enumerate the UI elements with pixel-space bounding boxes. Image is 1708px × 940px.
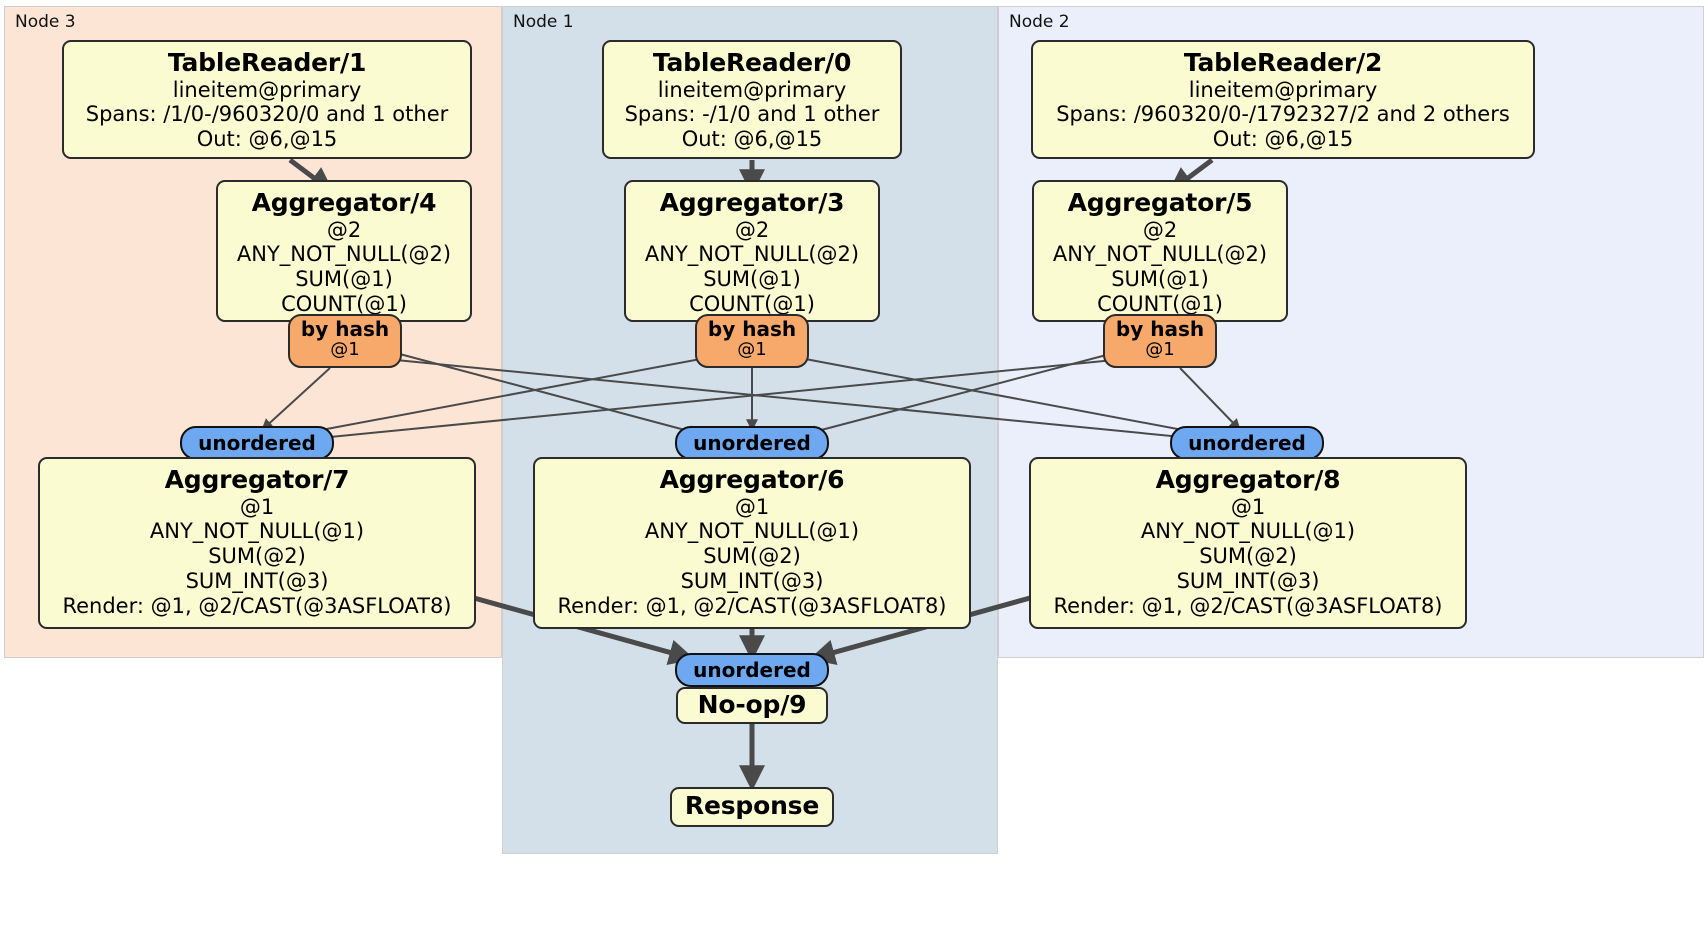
processor-line: ANY_NOT_NULL(@2)	[644, 242, 860, 267]
hash-router-title: by hash	[1115, 317, 1205, 341]
processor-line: lineitem@primary	[172, 77, 362, 102]
processor-line: lineitem@primary	[657, 77, 847, 102]
processor-line: ANY_NOT_NULL(@1)	[149, 519, 365, 544]
processor-title: Aggregator/7	[164, 465, 350, 494]
processor-line: SUM(@1)	[295, 267, 393, 292]
processor-line: Spans: /960320/0-/1792327/2 and 2 others	[1056, 102, 1510, 127]
processor-aggregator-5[interactable]: Aggregator/5 @2 ANY_NOT_NULL(@2) SUM(@1)…	[1032, 180, 1288, 322]
processor-aggregator-4[interactable]: Aggregator/4 @2 ANY_NOT_NULL(@2) SUM(@1)…	[216, 180, 472, 322]
processor-line: @1	[734, 494, 770, 519]
hash-router-title: by hash	[707, 317, 797, 341]
processor-line: Spans: -/1/0 and 1 other	[624, 102, 880, 127]
node-panel-node3-label: Node 3	[15, 12, 76, 32]
processor-line: SUM(@1)	[703, 267, 801, 292]
processor-line: SUM_INT(@3)	[185, 568, 329, 593]
processor-title: Response	[684, 791, 820, 821]
processor-title: No-op/9	[697, 689, 807, 719]
node-panel-node1-label: Node 1	[513, 12, 574, 32]
processor-line: ANY_NOT_NULL(@1)	[644, 519, 860, 544]
processor-line: SUM(@2)	[208, 544, 306, 569]
hash-router-column: @1	[737, 339, 767, 361]
processor-line: SUM(@1)	[1111, 267, 1209, 292]
processor-aggregator-7[interactable]: Aggregator/7 @1 ANY_NOT_NULL(@1) SUM(@2)…	[38, 457, 476, 629]
hash-router-right[interactable]: by hash @1	[1103, 314, 1217, 368]
processor-aggregator-8[interactable]: Aggregator/8 @1 ANY_NOT_NULL(@1) SUM(@2)…	[1029, 457, 1467, 629]
processor-line: ANY_NOT_NULL(@1)	[1140, 519, 1356, 544]
processor-line: Render: @1, @2/CAST(@3ASFLOAT8)	[557, 593, 947, 618]
synchronizer-unordered-right[interactable]: unordered	[1170, 426, 1324, 460]
processor-line: @2	[734, 217, 770, 242]
processor-title: Aggregator/4	[251, 188, 437, 217]
processor-line: @1	[239, 494, 275, 519]
processor-line: @2	[1142, 217, 1178, 242]
synchronizer-label: unordered	[1188, 431, 1306, 455]
node-panel-node2-label: Node 2	[1009, 12, 1070, 32]
processor-aggregator-3[interactable]: Aggregator/3 @2 ANY_NOT_NULL(@2) SUM(@1)…	[624, 180, 880, 322]
processor-table-reader-2[interactable]: TableReader/2 lineitem@primary Spans: /9…	[1031, 40, 1535, 159]
synchronizer-label: unordered	[693, 658, 811, 682]
synchronizer-label: unordered	[693, 431, 811, 455]
processor-title: TableReader/0	[652, 48, 852, 77]
hash-router-left[interactable]: by hash @1	[288, 314, 402, 368]
synchronizer-unordered-middle[interactable]: unordered	[675, 426, 829, 460]
processor-title: TableReader/1	[167, 48, 367, 77]
processor-title: TableReader/2	[1183, 48, 1383, 77]
processor-table-reader-1[interactable]: TableReader/1 lineitem@primary Spans: /1…	[62, 40, 472, 159]
hash-router-middle[interactable]: by hash @1	[695, 314, 809, 368]
processor-line: Out: @6,@15	[681, 127, 823, 152]
processor-line: COUNT(@1)	[689, 291, 815, 316]
processor-table-reader-0[interactable]: TableReader/0 lineitem@primary Spans: -/…	[602, 40, 902, 159]
processor-line: Render: @1, @2/CAST(@3ASFLOAT8)	[62, 593, 452, 618]
processor-line: Out: @6,@15	[1212, 127, 1354, 152]
hash-router-column: @1	[1145, 339, 1175, 361]
processor-line: SUM_INT(@3)	[1176, 568, 1320, 593]
processor-line: ANY_NOT_NULL(@2)	[236, 242, 452, 267]
processor-line: SUM(@2)	[1199, 544, 1297, 569]
processor-line: SUM_INT(@3)	[680, 568, 824, 593]
synchronizer-unordered-final[interactable]: unordered	[675, 653, 829, 687]
processor-title: Aggregator/6	[659, 465, 845, 494]
processor-aggregator-6[interactable]: Aggregator/6 @1 ANY_NOT_NULL(@1) SUM(@2)…	[533, 457, 971, 629]
processor-line: Spans: /1/0-/960320/0 and 1 other	[85, 102, 449, 127]
processor-line: ANY_NOT_NULL(@2)	[1052, 242, 1268, 267]
processor-line: lineitem@primary	[1188, 77, 1378, 102]
processor-title: Aggregator/5	[1067, 188, 1253, 217]
synchronizer-unordered-left[interactable]: unordered	[180, 426, 334, 460]
processor-title: Aggregator/3	[659, 188, 845, 217]
processor-line: Render: @1, @2/CAST(@3ASFLOAT8)	[1053, 593, 1443, 618]
processor-line: COUNT(@1)	[281, 291, 407, 316]
processor-line: SUM(@2)	[703, 544, 801, 569]
hash-router-column: @1	[330, 339, 360, 361]
processor-line: COUNT(@1)	[1097, 291, 1223, 316]
processor-response[interactable]: Response	[670, 787, 834, 827]
processor-line: @2	[326, 217, 362, 242]
synchronizer-label: unordered	[198, 431, 316, 455]
hash-router-title: by hash	[300, 317, 390, 341]
processor-title: Aggregator/8	[1155, 465, 1341, 494]
processor-line: @1	[1230, 494, 1266, 519]
processor-noop-9[interactable]: No-op/9	[676, 687, 828, 724]
processor-line: Out: @6,@15	[196, 127, 338, 152]
